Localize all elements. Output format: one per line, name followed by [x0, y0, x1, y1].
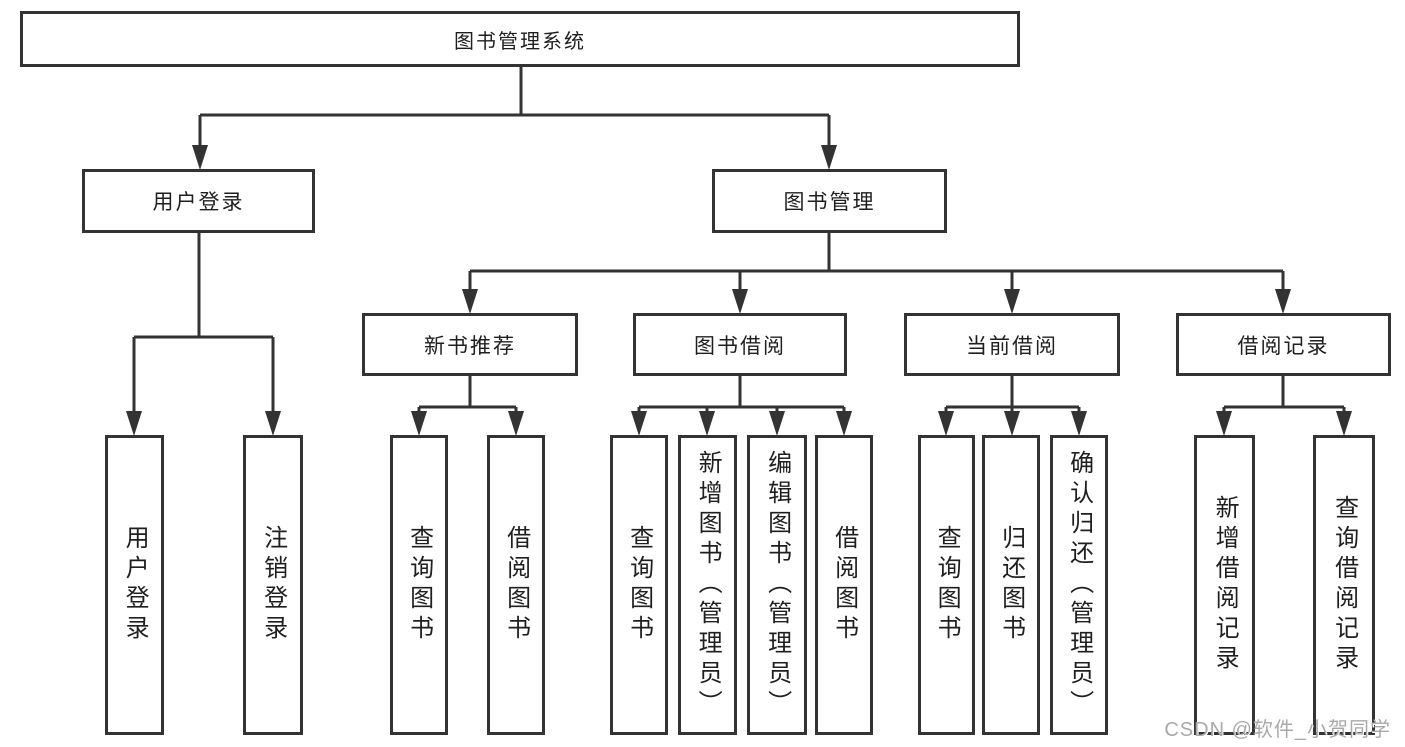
node-borrow-records: 借阅记录	[1176, 313, 1391, 376]
leaf-edit-books-admin: 编辑图书（管理员）	[747, 435, 807, 735]
node-book-borrow: 图书借阅	[633, 313, 847, 376]
leaf-query-borrow-record-label: 查询借阅记录	[1330, 495, 1358, 675]
node-user-login: 用户登录	[82, 169, 315, 233]
leaf-add-books-admin-label: 新增图书（管理员）	[694, 450, 722, 720]
node-borrow-records-label: 借阅记录	[1237, 334, 1330, 358]
leaf-query-books-recommend-label: 查询图书	[405, 525, 433, 645]
leaf-confirm-return-admin-label: 确认归还（管理员）	[1065, 450, 1093, 720]
node-book-management-label: 图书管理	[783, 191, 876, 214]
connector-borrow-records	[1222, 376, 1346, 413]
node-current-borrow-label: 当前借阅	[966, 334, 1058, 358]
connector-new-book	[417, 376, 518, 413]
leaf-query-books-recommend: 查询图书	[390, 435, 448, 735]
leaf-logout: 注销登录	[243, 435, 303, 735]
node-current-borrow: 当前借阅	[904, 313, 1120, 376]
leaf-query-books-current-label: 查询图书	[933, 525, 961, 645]
node-new-book-recommend: 新书推荐	[362, 313, 578, 376]
node-book-borrow-label: 图书借阅	[694, 334, 786, 358]
leaf-return-books: 归还图书	[982, 435, 1040, 735]
node-root-label: 图书管理系统	[454, 30, 586, 53]
connector-root	[198, 67, 831, 147]
leaf-borrow-books: 借阅图书	[815, 435, 873, 735]
node-root-system: 图书管理系统	[20, 11, 1020, 67]
leaf-add-books-admin: 新增图书（管理员）	[678, 435, 737, 735]
leaf-query-books-current: 查询图书	[918, 435, 975, 735]
arrowhead-down-icons	[126, 145, 1352, 436]
leaf-query-books-borrow-label: 查询图书	[625, 525, 653, 645]
leaf-user-login-label: 用户登录	[121, 525, 149, 645]
leaf-confirm-return-admin: 确认归还（管理员）	[1050, 435, 1108, 735]
leaf-borrow-books-recommend: 借阅图书	[487, 435, 545, 735]
leaf-borrow-books-label: 借阅图书	[830, 525, 858, 645]
connector-book-borrow	[637, 376, 846, 413]
leaf-logout-label: 注销登录	[259, 525, 287, 645]
connector-book-management	[468, 233, 1285, 290]
leaf-query-borrow-record: 查询借阅记录	[1313, 435, 1375, 735]
leaf-add-borrow-record: 新增借阅记录	[1194, 435, 1255, 735]
leaf-return-books-label: 归还图书	[997, 525, 1025, 645]
node-book-management: 图书管理	[712, 169, 947, 233]
leaf-edit-books-admin-label: 编辑图书（管理员）	[763, 450, 791, 720]
leaf-borrow-books-recommend-label: 借阅图书	[502, 525, 530, 645]
leaf-user-login: 用户登录	[105, 435, 164, 735]
watermark: CSDN @软件_小贺同学	[1164, 719, 1391, 741]
node-user-login-label: 用户登录	[152, 191, 245, 214]
node-new-book-recommend-label: 新书推荐	[424, 334, 516, 358]
leaf-query-books-borrow: 查询图书	[610, 435, 668, 735]
leaf-add-borrow-record-label: 新增借阅记录	[1211, 495, 1239, 675]
connector-user-login	[132, 233, 275, 412]
connector-current-borrow	[944, 376, 1081, 413]
